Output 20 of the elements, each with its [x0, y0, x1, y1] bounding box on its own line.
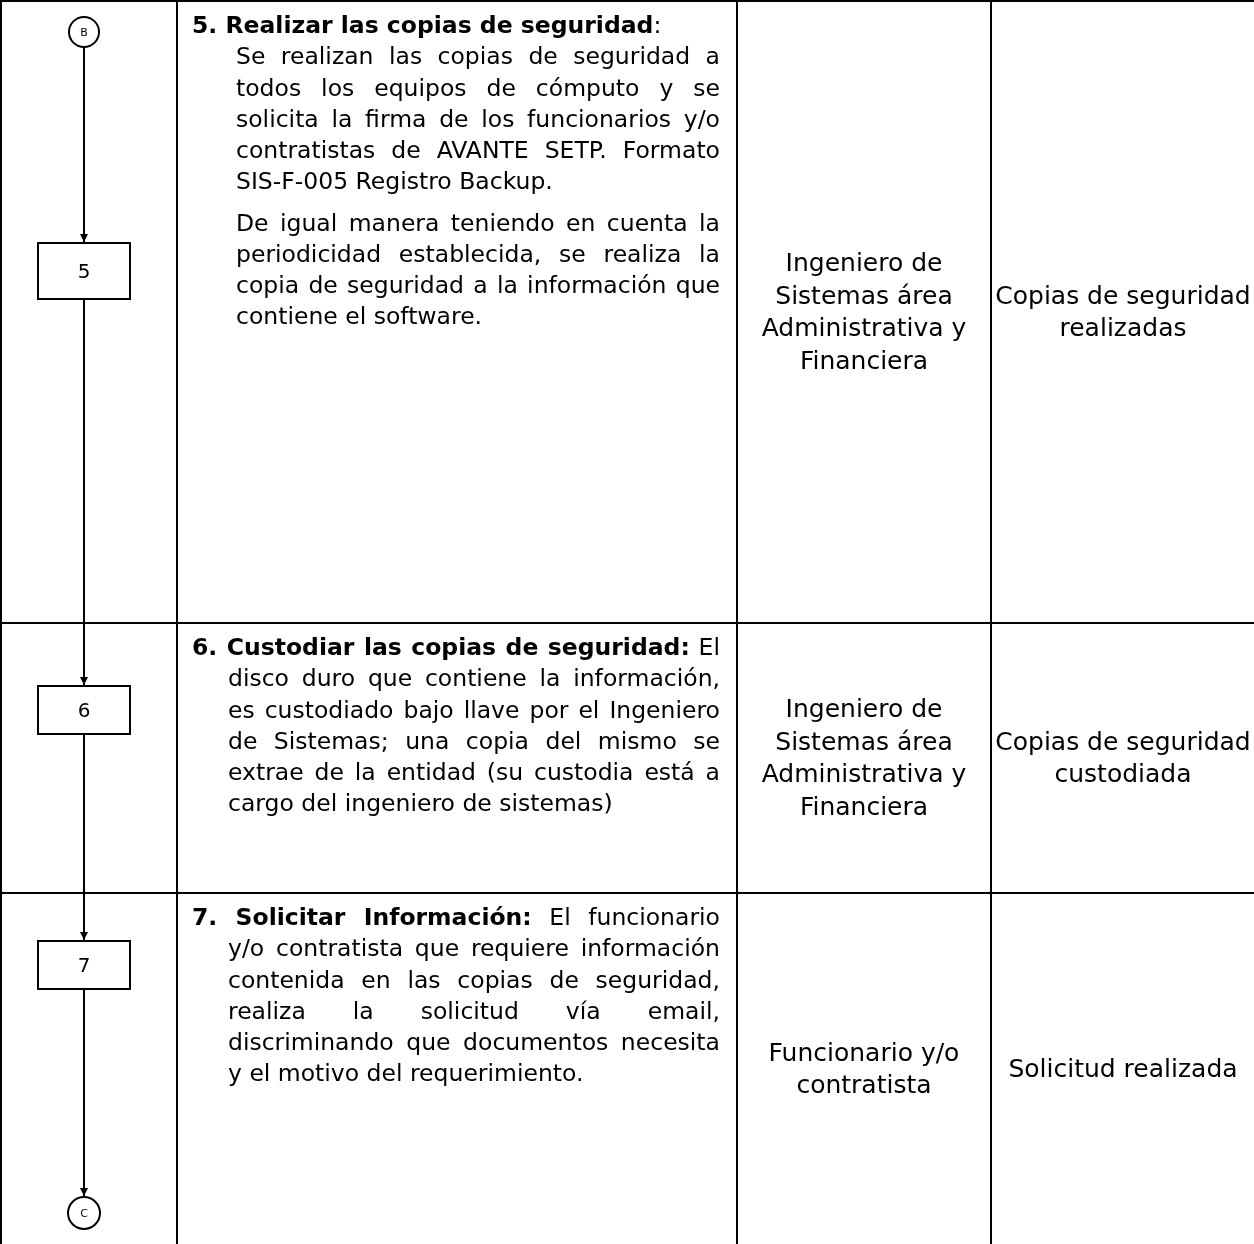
table-text: Copias de seguridad realizadas	[994, 279, 1252, 344]
arrow	[80, 989, 88, 1197]
arrow	[80, 47, 88, 243]
table-text: 5. Realizar las copias de seguridad:	[192, 10, 663, 41]
table-text: Ingeniero de Sistemas área Administrativa y Financiera	[760, 247, 968, 377]
arrow	[80, 299, 88, 686]
table-text: 7. Solicitar Información: El funcionario y/o contratista que requiere información contenida en las copias de seguridad, realiza la solicitud vía email, discriminando que documentos necesita y el motivo del requerimiento.	[192, 902, 720, 1090]
process-box: 6	[37, 685, 131, 735]
table-text: Ingeniero de Sistemas área Administrativa y Financiera	[760, 693, 968, 823]
table-text: Se realizan las copias de seguridad a todos los equipos de cómputo y se solicita la firma de los funcionarios y/o contratistas de AVANTE SETP. Formato SIS-F-005 Registro Backup.	[236, 41, 720, 198]
arrow	[80, 734, 88, 941]
table-text: Solicitud realizada	[1008, 1052, 1238, 1085]
table-text: Copias de seguridad custodiada	[994, 725, 1252, 790]
process-box: 5	[37, 242, 131, 300]
connector-circle: B	[68, 16, 100, 48]
table-text: 6. Custodiar las copias de seguridad: El disco duro que contiene la información, es custodiado bajo llave por el Ingeniero de Sistemas; una copia del mismo se extrae de la entidad (su custodia está a cargo del ingeniero de sistemas)	[192, 632, 720, 820]
connector-circle: C	[67, 1196, 101, 1230]
table-text: Funcionario y/o contratista	[767, 1036, 961, 1101]
process-box: 7	[37, 940, 131, 990]
table-text: De igual manera teniendo en cuenta la periodicidad establecida, se realiza la copia de seguridad a la información que contiene el software.	[236, 207, 720, 333]
